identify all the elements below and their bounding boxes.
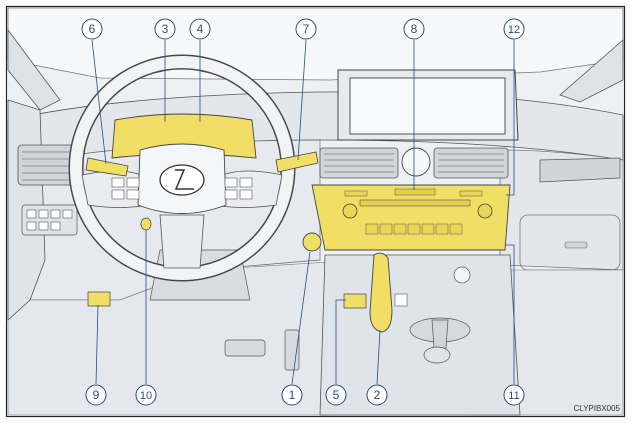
passenger-dash: [499, 149, 624, 271]
callout-8: 8: [403, 18, 425, 40]
audio-buttons: [344, 190, 483, 197]
center-display: [349, 77, 506, 135]
figure-border: [5, 5, 626, 418]
lexus-emblem: [159, 164, 205, 196]
callout-9: 9: [85, 384, 107, 406]
right-side-vent: [539, 157, 621, 183]
svg-text:12: 12: [508, 24, 520, 36]
callout-10: 10: [135, 384, 157, 406]
center-left-vent: [319, 147, 399, 179]
center-left-vent-slats: [324, 153, 394, 173]
disc-slot: [359, 199, 471, 207]
svg-text:9: 9: [93, 388, 100, 402]
callout-5: 5: [325, 384, 347, 406]
engine-switch: [302, 232, 322, 252]
svg-text:1: 1: [289, 388, 296, 402]
svg-text:10: 10: [140, 390, 152, 402]
callout-4: 4: [189, 18, 211, 40]
glove-box-handle: [564, 241, 588, 249]
figure-code: CLYPIBX005: [573, 404, 620, 413]
left-outer-vent-slats: [22, 151, 74, 181]
turn-signal-lever: [85, 157, 129, 177]
callout-1: 1: [281, 384, 303, 406]
callout-2: 2: [366, 384, 388, 406]
brake-pedal: [224, 339, 266, 357]
console-switch-block: [343, 293, 367, 309]
shift-lever: [369, 252, 393, 333]
drive-mode-dial: [423, 346, 451, 364]
svg-text:5: 5: [333, 388, 340, 402]
hood-release-lever: [87, 291, 111, 307]
svg-text:2: 2: [374, 388, 381, 402]
wiper-lever: [275, 151, 319, 173]
svg-text:8: 8: [411, 22, 418, 36]
callout-6: 6: [81, 18, 103, 40]
callout-7: 7: [295, 18, 317, 40]
right-steering-switches: [224, 177, 253, 200]
right-a-pillar: [559, 39, 624, 103]
callout-12: 12: [503, 18, 525, 40]
callout-3: 3: [154, 18, 176, 40]
steering-adjust-switch: [140, 217, 152, 231]
callout-leaders: [91, 39, 515, 385]
svg-text:7: 7: [303, 22, 310, 36]
svg-text:6: 6: [89, 22, 96, 36]
audio-display-slot: [394, 188, 436, 196]
callout-11: 11: [503, 384, 525, 406]
climate-buttons: [365, 223, 463, 235]
lexus-emblem-l: [174, 169, 194, 190]
console-switch-side: [394, 293, 408, 307]
right-audio-knob: [477, 203, 493, 219]
svg-text:11: 11: [508, 390, 519, 402]
left-audio-knob: [342, 203, 358, 219]
console-round-switch: [453, 266, 471, 284]
left-switches: [26, 209, 73, 231]
svg-text:4: 4: [197, 22, 204, 36]
remote-touch-knob: [431, 319, 449, 349]
analog-clock: [401, 147, 431, 177]
steering-spoke-bottom: [159, 214, 205, 269]
windshield: [7, 7, 624, 81]
svg-text:3: 3: [162, 22, 169, 36]
center-right-vent: [433, 147, 509, 179]
left-steering-switches: [111, 177, 140, 200]
center-right-vent-slats: [438, 153, 504, 173]
left-switch-panel: [21, 204, 78, 236]
